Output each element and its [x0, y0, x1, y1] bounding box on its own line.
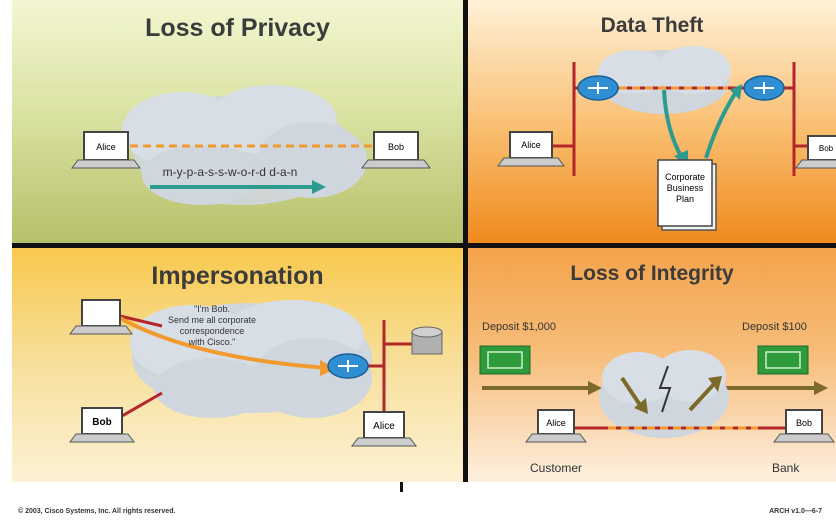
panel-loss-of-integrity: Loss of Integrity Deposit $1,000 Deposit…	[468, 248, 836, 482]
slide-code: ARCH v1.0—6-7	[769, 508, 822, 515]
panel-title-integrity: Loss of Integrity	[570, 262, 734, 285]
bottom-tick-mark	[400, 482, 403, 492]
alice-label: Alice	[546, 418, 566, 428]
tamper-arrow-in	[620, 376, 644, 410]
quote-line-3: correspondence	[180, 326, 245, 336]
quote-line-1: "I'm Bob.	[194, 304, 230, 314]
arrow-head-icon	[634, 398, 648, 414]
customer-label: Customer	[530, 461, 582, 475]
document-icon	[657, 159, 717, 231]
server-icon	[411, 326, 443, 355]
bob-label: Bob	[819, 144, 834, 153]
deposit-left-label: Deposit $1,000	[482, 321, 556, 333]
integrity-diagram: Deposit $1,000 Deposit $100	[479, 321, 835, 475]
router-icon	[327, 353, 369, 379]
vertical-divider	[463, 0, 468, 482]
arrow-head-icon	[312, 180, 326, 194]
router-icon-left	[577, 75, 619, 101]
bob-label: Bob	[92, 417, 111, 428]
document-line-3: Plan	[676, 194, 694, 204]
password-text: m-y-p-a-s-s-w-o-r-d d-a-n	[163, 165, 298, 179]
laptop-icon-bob	[361, 131, 431, 169]
bob-wire	[121, 391, 163, 418]
document-line-1: Corporate	[665, 172, 705, 182]
copyright-footer: © 2003, Cisco Systems, Inc. All rights r…	[18, 508, 176, 515]
panel-data-theft: Data Theft	[468, 0, 836, 243]
cloud-icon	[122, 85, 367, 205]
deposit-right-label: Deposit $100	[742, 321, 807, 333]
laptop-icon-alice	[497, 131, 565, 167]
router-icon-right	[743, 75, 785, 101]
laptop-icon-alice	[525, 409, 587, 443]
cloud-icon	[130, 300, 372, 418]
impersonation-diagram: "I'm Bob. Send me all corporate correspo…	[69, 299, 443, 447]
bob-label: Bob	[796, 418, 812, 428]
panel-title-theft: Data Theft	[600, 14, 704, 37]
panel-title-privacy: Loss of Privacy	[145, 14, 330, 42]
laptop-icon-alice	[71, 131, 141, 169]
privacy-diagram: Alice Bob m-y-p-a-s-s-w-o-r-d d-a-n	[71, 85, 431, 205]
bob-label: Bob	[388, 142, 404, 152]
arrow-head-icon	[730, 84, 742, 100]
alice-label: Alice	[96, 142, 116, 152]
quote-line-2: Send me all corporate	[168, 315, 256, 325]
quote-line-4: with Cisco."	[188, 337, 236, 347]
theft-diagram: Corporate Business Plan Alice Bob	[497, 46, 836, 231]
horizontal-divider	[12, 243, 836, 248]
money-icon-right	[757, 345, 809, 375]
money-icon-left	[479, 345, 531, 375]
cloud-icon	[599, 350, 729, 438]
panel-impersonation: Impersonation "I'	[12, 248, 463, 482]
laptop-icon-bob	[773, 409, 835, 443]
laptop-icon-bob	[795, 135, 836, 169]
panel-loss-of-privacy: Loss of Privacy Alice Bob m-y-p-a-s-s-w-…	[12, 0, 463, 243]
alice-label: Alice	[373, 421, 395, 432]
document-line-2: Business	[667, 183, 704, 193]
laptop-icon-alice	[351, 411, 417, 447]
laptop-icon-bob	[69, 407, 135, 443]
arrow-head-icon	[708, 376, 722, 392]
impostor-wire	[119, 314, 163, 328]
tamper-arrow-out	[688, 382, 716, 412]
laptop-icon-impostor	[69, 299, 133, 335]
teal-arrow-up	[704, 90, 738, 159]
panel-title-impersonation: Impersonation	[151, 262, 324, 290]
slide: Loss of Privacy Alice Bob m-y-p-a-s-s-w-…	[12, 0, 836, 482]
arrow-head-icon	[588, 381, 602, 395]
arrow-head-icon	[814, 381, 828, 395]
teal-arrow-down	[662, 89, 684, 159]
impersonation-arrow	[119, 316, 329, 370]
alice-label: Alice	[521, 140, 541, 150]
bank-label: Bank	[772, 461, 800, 475]
lightning-icon	[658, 365, 672, 413]
